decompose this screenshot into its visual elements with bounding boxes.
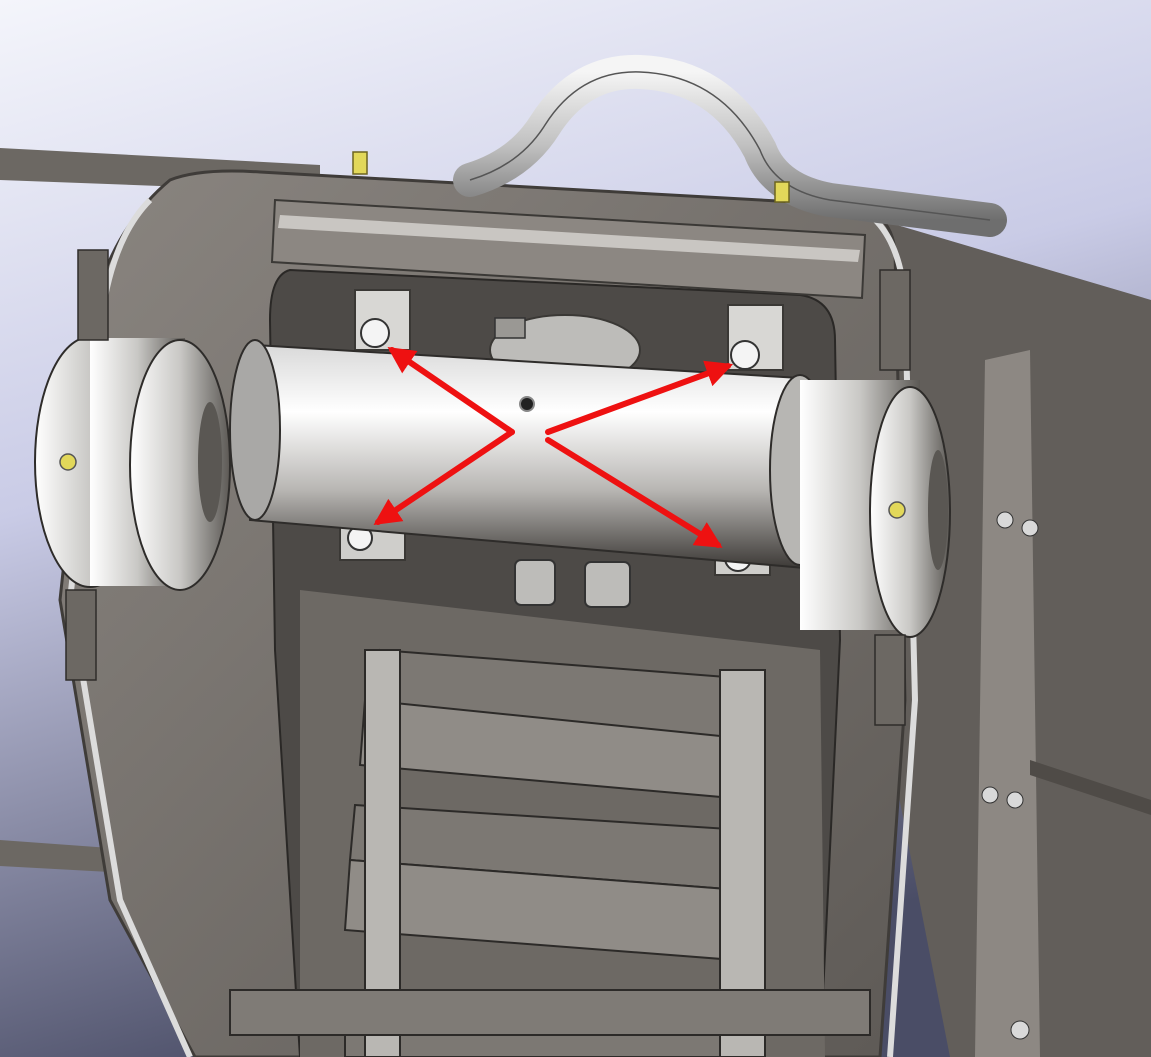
- arrow-to-bolt-top-left: [387, 346, 515, 435]
- bolt-top-right: [730, 340, 760, 370]
- nut-right: [584, 561, 631, 608]
- left-hub-screw: [59, 453, 77, 471]
- arrow-to-bolt-bottom-left: [373, 429, 515, 526]
- arrow-to-bolt-top-right: [545, 360, 734, 435]
- arrow-to-bolt-bottom-right: [545, 437, 723, 548]
- right-tab-top: [879, 269, 911, 371]
- left-hub-bore: [198, 402, 222, 522]
- right-hub: [869, 386, 951, 638]
- nut-left: [514, 559, 556, 606]
- left-tab-bottom: [65, 589, 97, 681]
- top-bar-face: [278, 215, 860, 262]
- left-collar: [229, 339, 281, 521]
- left-tab-top: [77, 249, 109, 341]
- left-rod-lower: [0, 840, 110, 872]
- handle-tube-outline: [469, 71, 991, 221]
- bolt-top-left: [360, 318, 390, 348]
- right-rail-bolts: [981, 511, 1039, 1040]
- right-hub-bore: [928, 450, 948, 570]
- grease-fitting-left: [352, 151, 368, 175]
- side-rail-right-plate: [975, 350, 1040, 1057]
- annotation-arrows: [373, 346, 734, 548]
- cable-carrier-chain: [229, 648, 871, 1057]
- side-rail-right-strip: [1030, 760, 1151, 815]
- center-pin: [494, 317, 526, 339]
- left-hub: [129, 339, 231, 591]
- grease-fitting-right: [774, 181, 790, 203]
- right-tab-bottom: [874, 634, 906, 726]
- shaft-set-screw: [519, 396, 535, 412]
- right-hub-screw: [888, 501, 906, 519]
